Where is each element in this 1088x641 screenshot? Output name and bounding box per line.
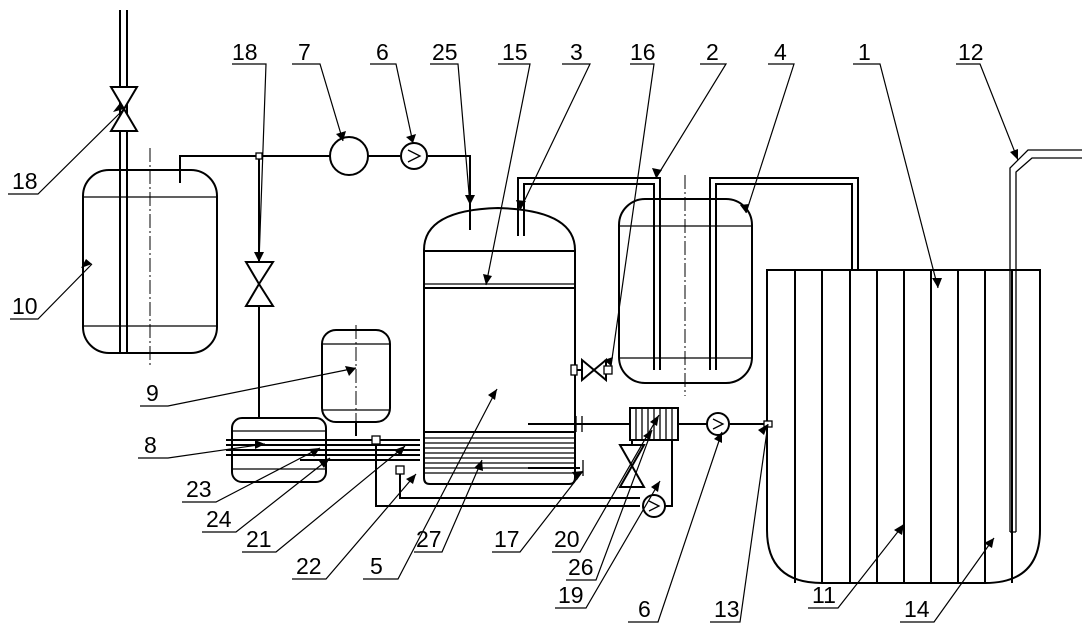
label-12: 12 — [958, 39, 984, 65]
label-18-top: 18 — [232, 39, 258, 65]
label-11: 11 — [812, 582, 836, 608]
label-23: 23 — [186, 476, 212, 502]
reactor-1 — [766, 149, 1082, 584]
label-26: 26 — [568, 554, 594, 580]
top-gas-line — [179, 152, 471, 262]
leader-lines — [8, 63, 1019, 623]
tank-4 — [618, 175, 859, 396]
label-27: 27 — [416, 526, 442, 552]
label-6-top: 6 — [376, 39, 389, 65]
label-18-left: 18 — [12, 168, 38, 194]
label-1: 1 — [858, 39, 871, 65]
label-6-bottom: 6 — [638, 596, 651, 622]
label-14: 14 — [904, 596, 930, 622]
label-8: 8 — [144, 432, 157, 458]
label-5: 5 — [370, 553, 383, 579]
valve-16 — [570, 357, 613, 383]
label-19: 19 — [558, 582, 584, 608]
pump-6-top — [400, 142, 428, 170]
main-vessel-5 — [423, 188, 576, 485]
label-2: 2 — [706, 39, 719, 65]
label-20: 20 — [554, 526, 580, 552]
label-15: 15 — [502, 39, 528, 65]
valve-18-mid — [244, 261, 275, 418]
label-21: 21 — [246, 526, 272, 552]
label-3: 3 — [570, 39, 583, 65]
valve-18-top — [109, 86, 139, 132]
tank-9 — [321, 325, 391, 436]
label-17: 17 — [494, 526, 520, 552]
arrowheads — [81, 103, 1018, 548]
label-4: 4 — [774, 39, 787, 65]
labels: 18 7 6 25 15 3 16 2 4 1 12 18 10 9 8 23 … — [12, 39, 984, 622]
label-13: 13 — [714, 596, 740, 622]
label-22: 22 — [296, 553, 322, 579]
label-9: 9 — [146, 380, 159, 406]
label-24: 24 — [206, 506, 232, 532]
label-7: 7 — [298, 39, 311, 65]
heat-exchanger-8 — [226, 417, 420, 483]
tank-10 — [82, 10, 218, 366]
label-10: 10 — [12, 293, 38, 319]
label-16: 16 — [630, 39, 656, 65]
label-25: 25 — [432, 39, 458, 65]
component-7-circle — [329, 136, 369, 176]
